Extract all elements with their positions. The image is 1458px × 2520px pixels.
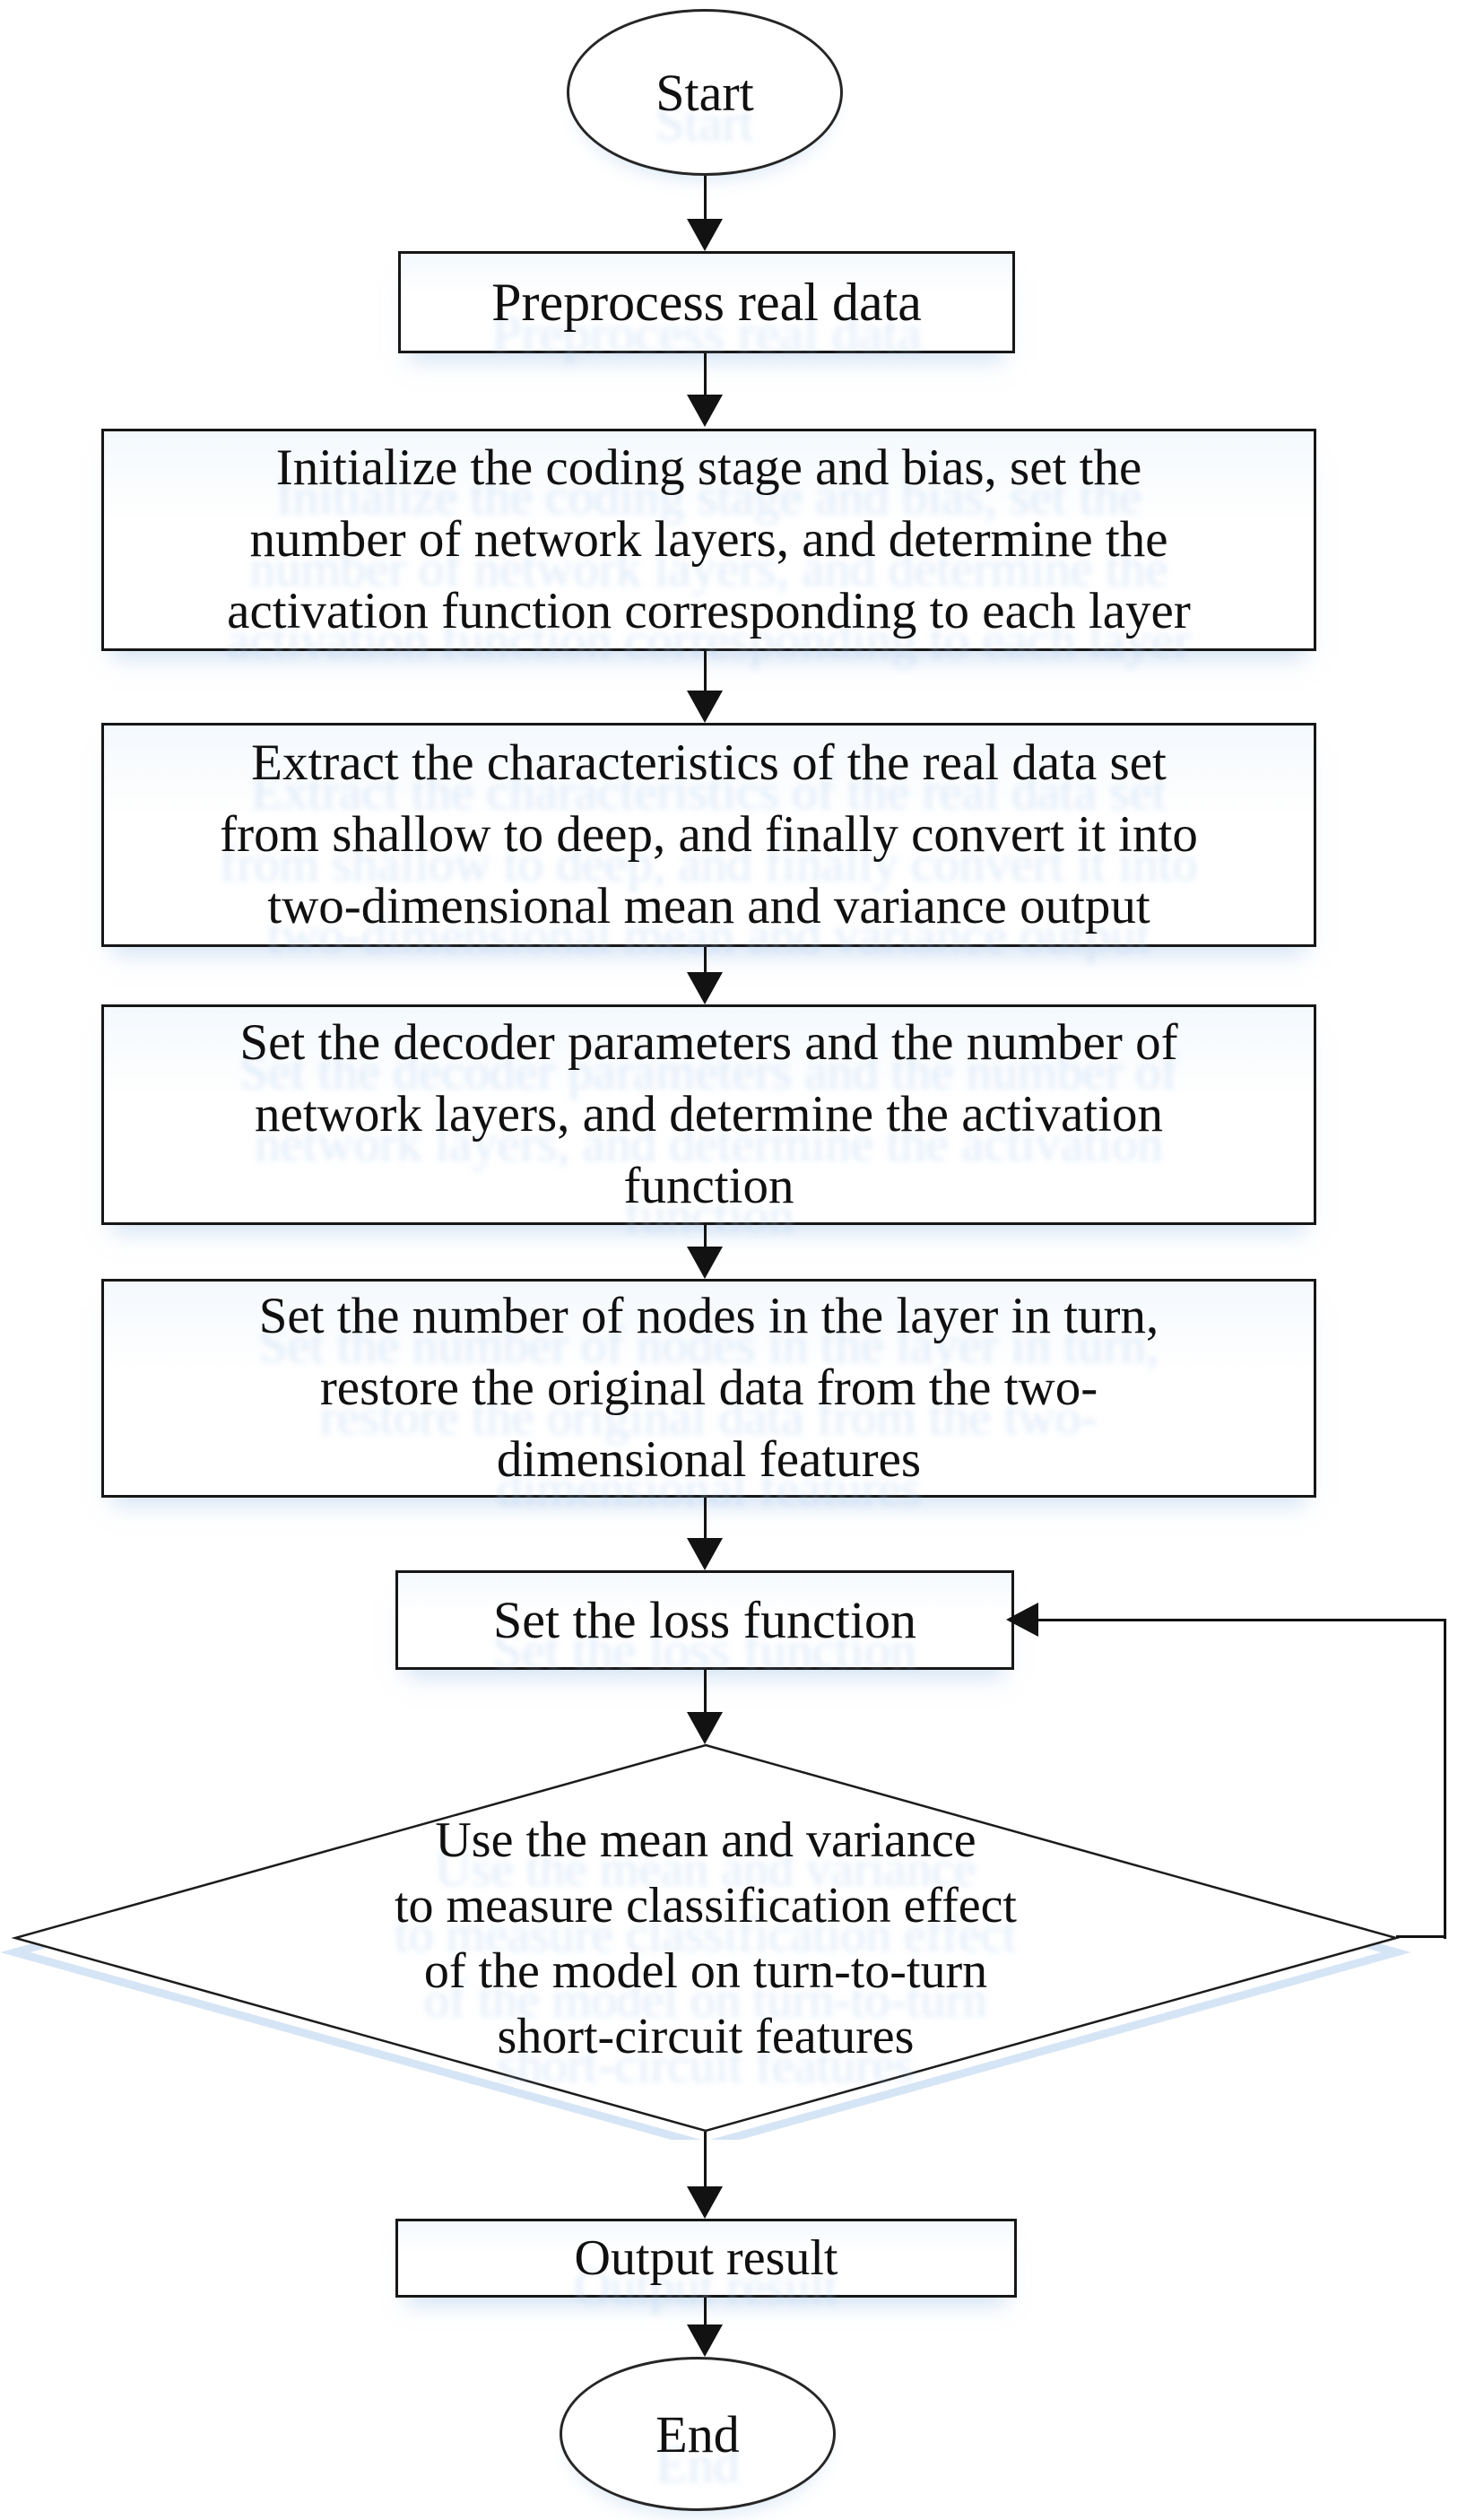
decision-diamond [11, 1743, 1401, 2133]
node-end-label: End [655, 2404, 740, 2464]
node-output-label: Output result [574, 2230, 838, 2286]
node-preprocess: Preprocess real data [398, 251, 1015, 353]
arrowhead-down-icon [687, 1712, 723, 1744]
node-decoder-params-line: function [623, 1158, 794, 1214]
node-loss-function: Set the loss function [395, 1570, 1014, 1670]
node-layer-nodes-line: Set the number of nodes in the layer in … [258, 1288, 1159, 1344]
arrowhead-down-icon [687, 395, 723, 427]
node-start-label: Start [655, 63, 754, 122]
node-decision-line: to measure classification effect [395, 1878, 1017, 1933]
node-layer-nodes-line: dimensional features [496, 1431, 922, 1488]
node-extract-features-line: two-dimensional mean and variance output [267, 878, 1150, 934]
node-init-encoder-line: activation function corresponding to eac… [227, 583, 1191, 639]
arrow-stem [703, 1670, 707, 1712]
arrow-preprocess-to-init [687, 353, 723, 427]
arrow-stem [703, 651, 707, 691]
arrowhead-down-icon [687, 219, 723, 251]
arrowhead-down-icon [687, 972, 723, 1004]
node-start: Start [567, 9, 843, 176]
node-end: End [560, 2357, 836, 2511]
feedback-line-right-segment [1444, 1619, 1446, 1939]
node-loss-function-label: Set the loss function [492, 1591, 916, 1649]
arrowhead-down-icon [687, 691, 723, 723]
arrow-loss-to-decision [687, 1670, 723, 1744]
node-decoder-params-line: network layers, and determine the activa… [255, 1086, 1163, 1143]
arrowhead-down-icon [687, 2324, 723, 2357]
arrowhead-down-icon [687, 1247, 723, 1279]
arrow-decoder-to-nodes [687, 1225, 723, 1279]
arrow-nodes-to-loss [687, 1498, 723, 1570]
node-extract-features-line: Extract the characteristics of the real … [251, 734, 1167, 791]
node-decoder-params-line: Set the decoder parameters and the numbe… [239, 1014, 1178, 1071]
arrow-stem [703, 947, 707, 972]
node-init-encoder-line: Initialize the coding stage and bias, se… [275, 439, 1142, 496]
arrow-stem [703, 1498, 707, 1538]
arrowhead-down-icon [687, 2186, 723, 2219]
arrow-start-to-preprocess [687, 176, 723, 251]
node-output: Output result [395, 2219, 1017, 2298]
node-decoder-params: Set the decoder parameters and the numbe… [101, 1004, 1316, 1225]
arrow-output-to-end [687, 2298, 723, 2357]
node-decision-line: Use the mean and variance [435, 1812, 976, 1868]
node-init-encoder-line: number of network layers, and determine … [249, 511, 1168, 568]
arrow-stem [703, 176, 707, 219]
arrowhead-left-icon [1006, 1603, 1038, 1637]
node-extract-features: Extract the characteristics of the real … [101, 723, 1316, 947]
arrow-extract-to-decoder [687, 947, 723, 1004]
node-decision-shape [0, 1743, 1411, 2140]
arrow-stem [703, 2132, 707, 2186]
node-layer-nodes: Set the number of nodes in the layer in … [101, 1279, 1316, 1498]
arrow-init-to-extract [687, 651, 723, 723]
node-init-encoder: Initialize the coding stage and bias, se… [101, 429, 1316, 651]
arrow-stem [703, 2298, 707, 2324]
node-extract-features-line: from shallow to deep, and finally conver… [220, 806, 1198, 863]
node-decision-line: short-circuit features [497, 2009, 915, 2064]
node-decision: Use the mean and variance to measure cla… [191, 1808, 1220, 2070]
feedback-line-top-segment [1038, 1619, 1445, 1621]
arrowhead-down-icon [687, 1538, 723, 1570]
node-preprocess-label: Preprocess real data [491, 272, 922, 332]
arrow-decision-to-output [687, 2132, 723, 2219]
arrow-stem [703, 1225, 707, 1247]
node-layer-nodes-line: restore the original data from the two- [319, 1360, 1098, 1416]
feedback-line-bottom-segment [1396, 1935, 1446, 1938]
node-decision-line: of the model on turn-to-turn [423, 1943, 988, 1999]
arrow-stem [703, 353, 707, 395]
